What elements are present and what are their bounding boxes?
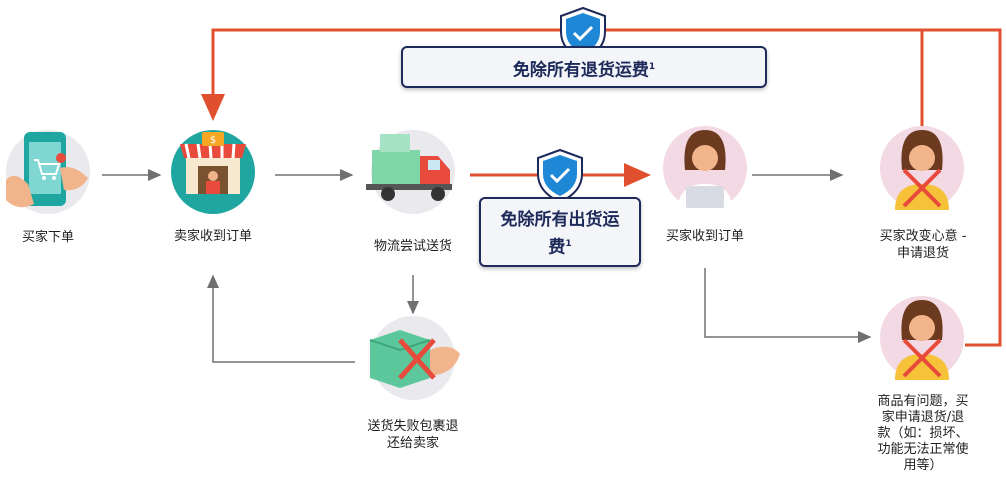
return-fee-text: 免除所有退货运费: [512, 60, 649, 81]
product-issue-label: 商品有问题，买 家申请退货/退 款（如：损坏、 功能无法正常使 用等）: [877, 394, 969, 473]
buyer-changed-mind-label: 买家改变心意 - 申请退货: [879, 229, 967, 261]
svg-text:$: $: [210, 135, 216, 146]
seller-receive-label: 卖家收到订单: [173, 229, 252, 244]
buyer-receive-icon: [663, 126, 747, 210]
return-fee-note: 1: [648, 62, 656, 72]
flow-arrows: [102, 169, 872, 363]
logistics-label: 物流尝试送货: [373, 239, 452, 254]
return-fee-banner: 免除所有退货运费1: [401, 46, 767, 88]
delivery-failed-icon: [369, 316, 460, 400]
shipping-fee-banner: 免除所有出货运 费1: [479, 197, 641, 267]
delivery-failed-label: 送货失败包裹退 还给卖家: [367, 419, 459, 451]
shipping-fee-line1: 免除所有出货运: [500, 210, 620, 230]
shipping-fee-note: 1: [565, 239, 572, 249]
shipping-fee-line2: 费: [548, 237, 566, 258]
shield-icon: [537, 148, 583, 204]
buyer-changed-mind-icon: [880, 126, 964, 210]
buyer-receive-label: 买家收到订单: [665, 229, 744, 244]
buyer-order-label: 买家下单: [21, 230, 74, 245]
buyer-order-icon: [6, 130, 90, 214]
shop-icon: $: [171, 130, 255, 214]
truck-icon: [366, 130, 455, 214]
product-issue-icon: [880, 296, 964, 380]
